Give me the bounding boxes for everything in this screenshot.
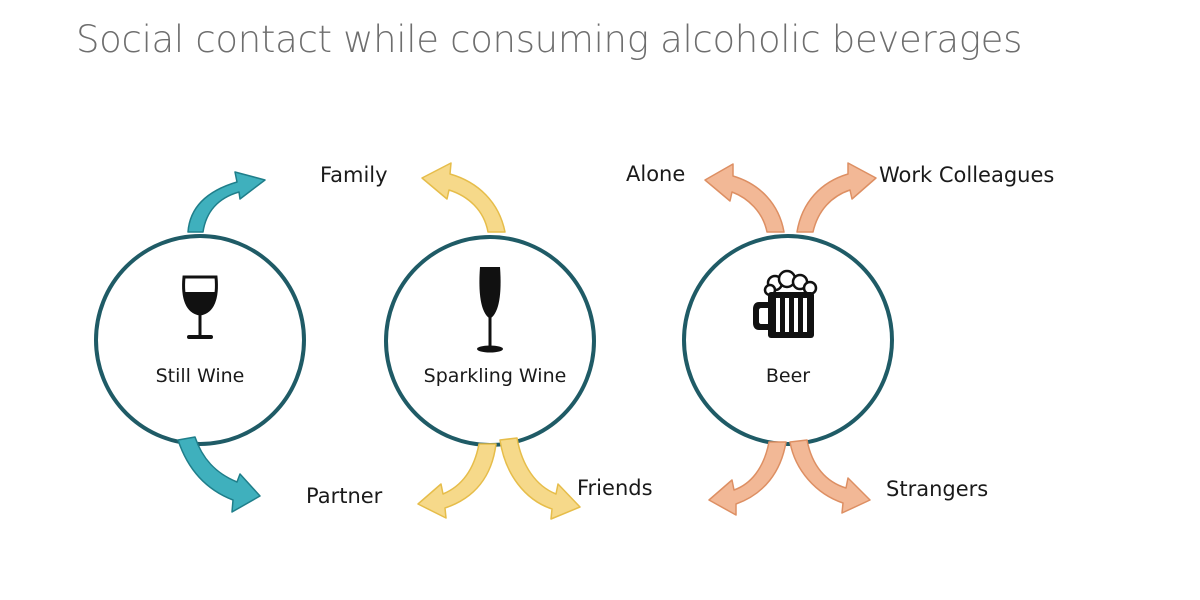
beer-label: Beer [766,365,810,387]
still-wine-label: Still Wine [156,365,245,387]
still-wine-to-family-arrow [187,171,266,233]
beer-mug-icon [753,269,818,338]
sparkling-wine-arrows [417,162,581,520]
beer-circle [682,234,894,446]
still-wine-arrows [177,171,266,513]
sparkling-wine-node: Sparkling Wine [384,235,596,447]
wine-glass-icon [182,275,218,339]
strangers-label: Strangers [886,477,988,501]
sparkling-wine-to-partner-arrow [417,443,497,519]
alone-label: Alone [626,162,685,186]
beer-to-alone-arrow [704,163,785,233]
sparkling-wine-to-friends-arrow [499,437,581,520]
page-title: Social contact while consuming alcoholic… [76,18,1023,61]
partner-label: Partner [306,484,383,508]
beer-to-work-colleagues-arrow [796,162,877,233]
still-wine-to-partner-arrow [177,436,261,513]
work-colleagues-label: Work Colleagues [879,163,1054,187]
sparkling-wine-to-family-arrow [421,162,506,233]
beer-to-strangers-arrow [789,439,871,514]
still-wine-circle [94,234,306,446]
beer-node: Beer [682,234,894,446]
friends-label: Friends [577,476,653,500]
sparkling-wine-label: Sparkling Wine [424,365,567,387]
family-label: Family [320,163,388,187]
beer-to-unlabeled-arrow [708,441,787,516]
beer-arrows [704,162,877,516]
champagne-flute-icon [477,267,503,353]
still-wine-node: Still Wine [94,234,306,446]
